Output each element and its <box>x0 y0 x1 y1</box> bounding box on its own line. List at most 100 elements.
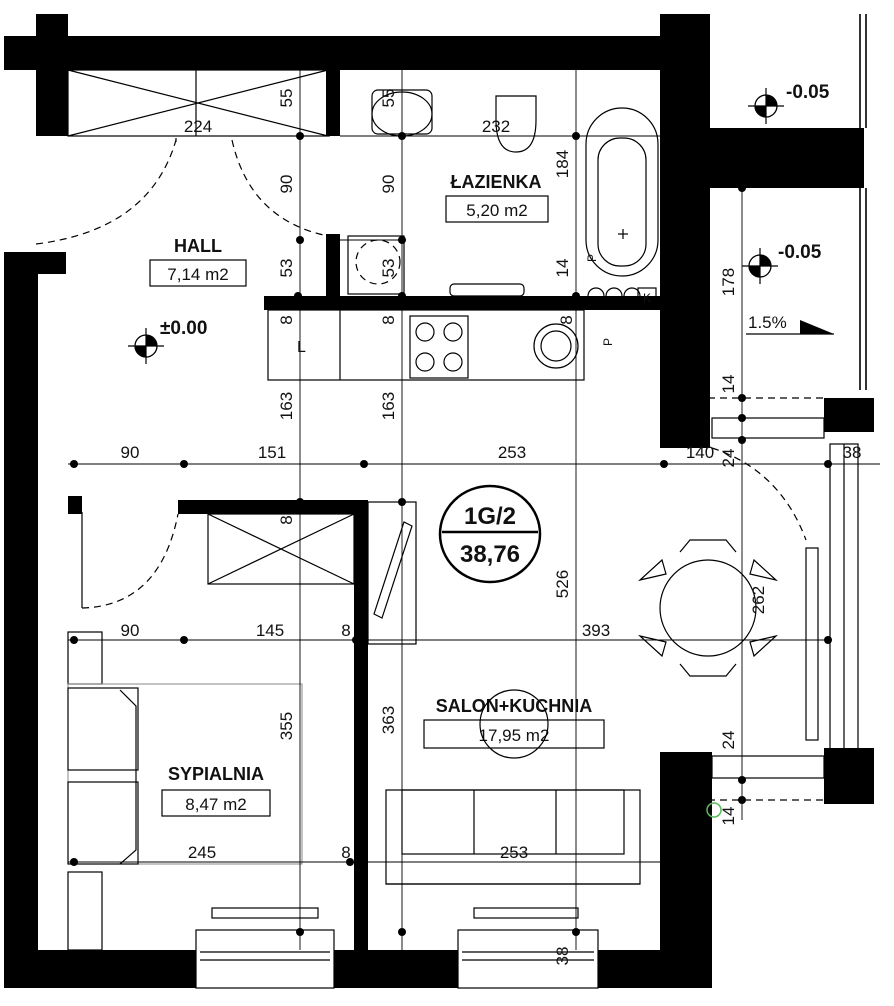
area-box-hall <box>149 259 247 287</box>
bottom-wall-b <box>334 950 458 988</box>
dim-90-left: 90 <box>277 175 296 194</box>
slope-arrow <box>800 320 834 334</box>
window-bedroom <box>195 929 335 989</box>
top-left-pillar <box>36 14 68 136</box>
dim-55-right: 55 <box>379 89 398 108</box>
fixtures <box>35 14 867 989</box>
bath-wall-short <box>326 234 340 300</box>
dim-363: 363 <box>379 706 398 734</box>
dim-526: 526 <box>553 570 572 598</box>
dim-55-left: 55 <box>277 89 296 108</box>
slope-label: 1.5% <box>748 313 787 332</box>
dim-245: 245 <box>188 843 216 862</box>
level-hall: ±0.00 <box>160 318 207 339</box>
dim-38-right: 38 <box>843 443 862 462</box>
dim-8-bedroom: 8 <box>341 621 350 640</box>
bedroom-stub <box>68 496 82 514</box>
room-name-living: SALON+KUCHNIA <box>436 696 593 716</box>
bed-frame <box>67 683 303 865</box>
dimension-lines <box>68 70 880 950</box>
dimension-dots <box>70 132 832 936</box>
p-mark-kitchen: P <box>601 338 615 346</box>
pillow-2 <box>67 781 139 865</box>
dim-163-left: 163 <box>277 392 296 420</box>
dim-14-balcony-top: 14 <box>719 375 738 394</box>
dim-24-top: 24 <box>719 449 738 468</box>
room-labels: HALL 7,14 m2 ŁAZIENKA 5,20 m2 SALON+KUCH… <box>149 172 605 817</box>
area-box-bedroom <box>161 789 271 817</box>
dim-393: 393 <box>582 621 610 640</box>
p-mark-bath: P <box>585 254 599 262</box>
pillow-1 <box>67 687 139 771</box>
walls <box>4 14 874 988</box>
washing-machine <box>347 235 405 295</box>
pillar-right-top <box>824 398 874 432</box>
room-name-bathroom: ŁAZIENKA <box>451 172 542 192</box>
dimension-texts: 224 232 90 151 253 140 38 90 145 8 393 2… <box>121 89 862 966</box>
toilet <box>495 95 537 153</box>
top-wall <box>4 36 710 70</box>
dim-53-left: 53 <box>277 259 296 278</box>
bottom-wall-a <box>36 950 196 988</box>
balcony-door-frame-bottom <box>711 755 825 779</box>
dim-253-upper: 253 <box>498 443 526 462</box>
left-wall-cap <box>36 252 66 274</box>
pillar-right-bottom <box>824 748 874 804</box>
door-arc-left <box>35 139 177 245</box>
unit-code: 1G/2 <box>464 503 516 530</box>
bath-radiator <box>449 283 525 297</box>
dining-table <box>659 559 757 657</box>
dim-90-lower: 90 <box>121 621 140 640</box>
level-marker-balcony-top <box>748 88 784 124</box>
room-area-hall: 7,14 m2 <box>167 265 228 284</box>
room-name-hall: HALL <box>174 236 222 256</box>
k-box <box>637 287 657 307</box>
dim-8-sink: 8 <box>557 315 576 324</box>
dim-355: 355 <box>277 712 296 740</box>
dim-24-bottom: 24 <box>719 731 738 750</box>
level-marker-balcony-mid <box>742 248 778 284</box>
kitchen-counter <box>267 309 585 381</box>
bedroom-wall-top <box>178 500 368 514</box>
dim-8-wardrobe: 8 <box>277 515 296 524</box>
dim-232: 232 <box>482 117 510 136</box>
bath-wall-horizontal <box>264 296 660 310</box>
dim-14-bath: 14 <box>553 259 572 278</box>
dim-163-right: 163 <box>379 392 398 420</box>
level-markers <box>128 88 784 364</box>
room-area-bathroom: 5,20 m2 <box>466 201 527 220</box>
level-marker-hall <box>128 328 164 364</box>
dim-8-bottom: 8 <box>341 843 350 862</box>
dim-90-right: 90 <box>379 175 398 194</box>
dim-262: 262 <box>749 586 768 614</box>
tall-cabinet <box>367 501 417 645</box>
bedroom-radiator <box>211 907 319 919</box>
dim-53-right: 53 <box>379 259 398 278</box>
dim-38-bottom: 38 <box>553 947 572 966</box>
unit-total-area: 38,76 <box>460 541 520 568</box>
window-living <box>457 929 599 989</box>
right-wall-upper <box>660 14 710 448</box>
room-area-living: 17,95 m2 <box>479 726 550 745</box>
balcony-door-frame-top <box>711 417 825 439</box>
level-texts: ±0.00 -0.05 -0.05 1.5% K L P P <box>160 82 830 356</box>
balcony-wall <box>700 128 864 188</box>
sofa <box>385 789 641 885</box>
l-mark: L <box>297 339 306 356</box>
cooktop <box>409 315 469 379</box>
living-radiator <box>473 907 579 919</box>
left-wall <box>4 252 38 988</box>
bottom-wall-c <box>598 950 712 988</box>
bath-wall-top <box>326 70 340 136</box>
kitchen-sink <box>533 323 579 369</box>
unit-badge: 1G/2 38,76 <box>438 484 542 584</box>
dim-14-balcony-bottom: 14 <box>719 807 738 826</box>
wardrobe-bedroom <box>207 513 355 585</box>
dim-184: 184 <box>553 150 572 178</box>
room-name-bedroom: SYPIALNIA <box>168 764 264 784</box>
dim-90-upper: 90 <box>121 443 140 462</box>
k-mark: K <box>643 291 651 305</box>
dim-145: 145 <box>256 621 284 640</box>
right-wall-lower <box>660 752 712 988</box>
